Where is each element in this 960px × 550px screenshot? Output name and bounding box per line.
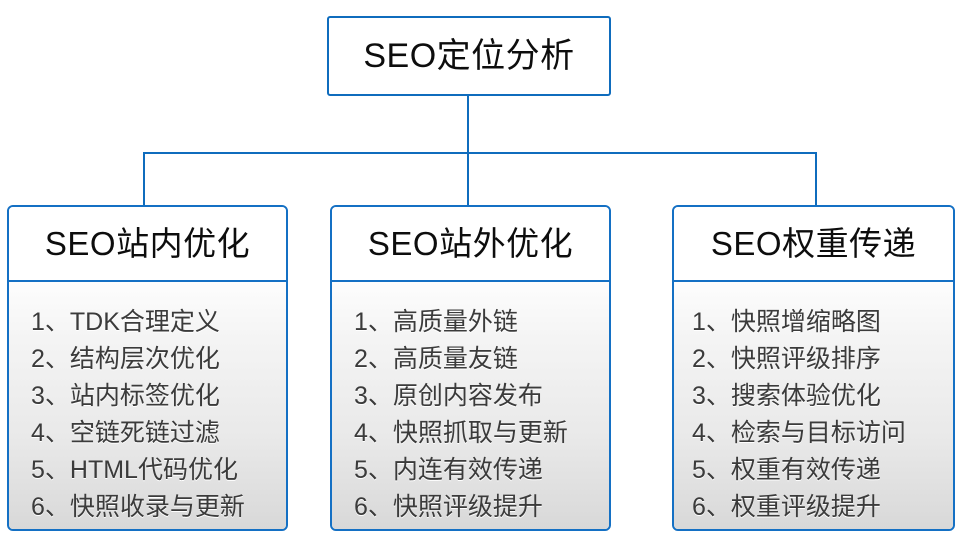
connector-drop-left	[143, 152, 145, 206]
branch-card-1[interactable]: SEO站内优化 1、TDK合理定义 2、结构层次优化 3、站内标签优化 4、空链…	[7, 205, 288, 531]
list-item: 2、高质量友链	[354, 345, 518, 373]
connector-drop-middle	[467, 152, 469, 206]
list-item: 5、HTML代码优化	[31, 456, 238, 484]
branch-card-3[interactable]: SEO权重传递 1、快照增缩略图 2、快照评级排序 3、搜索体验优化 4、检索与…	[672, 205, 955, 531]
branch-card-1-title: SEO站内优化	[44, 225, 251, 262]
branch-card-2-body: 1、高质量外链 2、高质量友链 3、原创内容发布 4、快照抓取与更新 5、内连有…	[332, 282, 609, 529]
branch-card-3-header: SEO权重传递	[674, 207, 953, 282]
list-item: 6、快照收录与更新	[31, 493, 245, 521]
list-item: 1、高质量外链	[354, 308, 518, 336]
list-item: 6、快照评级提升	[354, 493, 543, 521]
branch-card-3-title: SEO权重传递	[710, 225, 917, 262]
list-item: 5、内连有效传递	[354, 456, 543, 484]
connector-drop-right	[815, 152, 817, 206]
branch-card-2-list: 1、高质量外链 2、高质量友链 3、原创内容发布 4、快照抓取与更新 5、内连有…	[332, 304, 609, 526]
branch-card-2[interactable]: SEO站外优化 1、高质量外链 2、高质量友链 3、原创内容发布 4、快照抓取与…	[330, 205, 611, 531]
root-node-title: SEO定位分析	[363, 37, 575, 75]
branch-card-3-list: 1、快照增缩略图 2、快照评级排序 3、搜索体验优化 4、检索与目标访问 5、权…	[674, 304, 953, 526]
list-item: 2、结构层次优化	[31, 345, 220, 373]
list-item: 6、权重评级提升	[692, 493, 881, 521]
branch-card-1-header: SEO站内优化	[9, 207, 286, 282]
branch-card-1-list: 1、TDK合理定义 2、结构层次优化 3、站内标签优化 4、空链死链过滤 5、H…	[9, 304, 286, 526]
list-item: 2、快照评级排序	[692, 345, 881, 373]
list-item: 5、权重有效传递	[692, 456, 881, 484]
list-item: 3、搜索体验优化	[692, 382, 881, 410]
list-item: 4、空链死链过滤	[31, 419, 220, 447]
branch-card-3-body: 1、快照增缩略图 2、快照评级排序 3、搜索体验优化 4、检索与目标访问 5、权…	[674, 282, 953, 529]
branch-card-1-body: 1、TDK合理定义 2、结构层次优化 3、站内标签优化 4、空链死链过滤 5、H…	[9, 282, 286, 529]
connector-horizontal-bar	[143, 152, 817, 154]
list-item: 3、原创内容发布	[354, 382, 543, 410]
branch-card-2-header: SEO站外优化	[332, 207, 609, 282]
list-item: 1、快照增缩略图	[692, 308, 881, 336]
list-item: 4、快照抓取与更新	[354, 419, 568, 447]
branch-card-2-title: SEO站外优化	[367, 225, 574, 262]
list-item: 1、TDK合理定义	[31, 308, 220, 336]
connector-root-vertical	[467, 96, 469, 154]
list-item: 4、检索与目标访问	[692, 419, 906, 447]
root-node[interactable]: SEO定位分析	[327, 16, 611, 96]
list-item: 3、站内标签优化	[31, 382, 220, 410]
